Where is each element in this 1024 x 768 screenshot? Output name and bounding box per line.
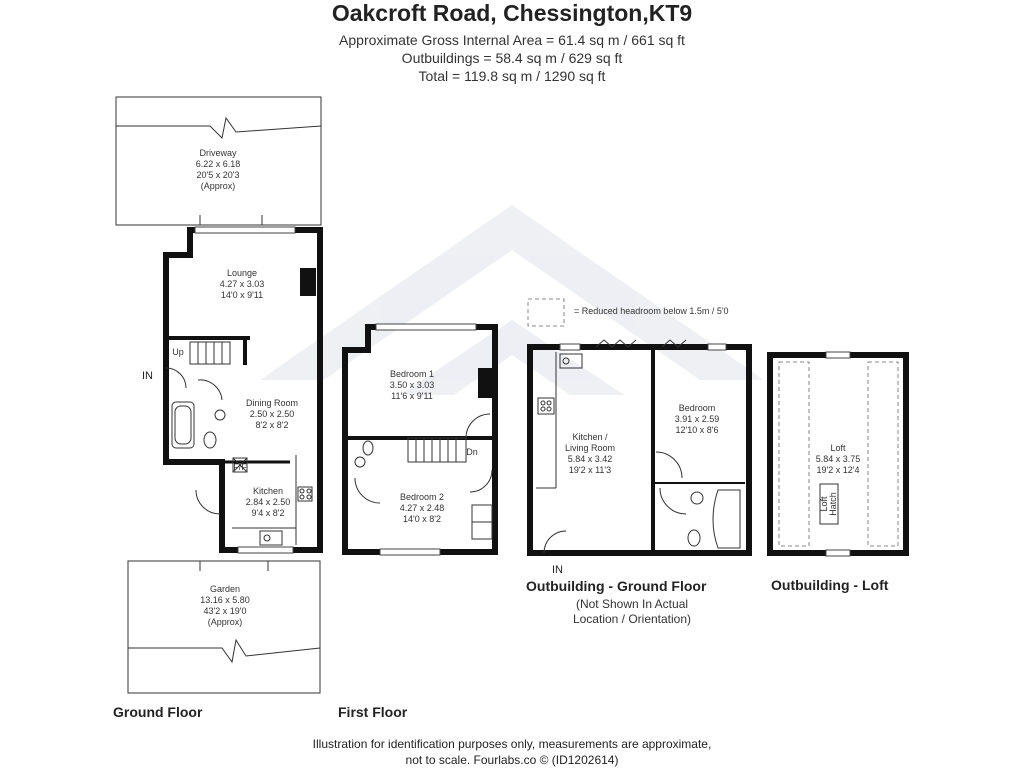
bedroom2-name: Bedroom 2 (400, 492, 444, 502)
first-floor-label: First Floor (338, 704, 408, 720)
bedroom1-imperial: 11'6 x 9'11 (391, 391, 433, 401)
ob-kitchen-metric: 5.84 x 3.42 (568, 454, 613, 464)
outbuilding-note-line2: Location / Orientation) (572, 612, 692, 626)
driveway-area (115, 96, 322, 226)
kitchen-name: Kitchen (253, 486, 283, 496)
watermark-logo (260, 205, 764, 395)
driveway-name: Driveway (199, 148, 237, 158)
garden-note: (Approx) (208, 617, 243, 627)
stairs-up-label: Up (172, 347, 184, 357)
loft-name: Loft (830, 443, 846, 453)
fridge-freezer-label: F/F (233, 462, 247, 472)
outbuilding-entrance-label: IN (552, 564, 563, 576)
lounge-name: Lounge (227, 268, 257, 278)
bedroom2-imperial: 14'0 x 8'2 (403, 514, 441, 524)
bedroom1-name: Bedroom 1 (390, 369, 434, 379)
first-floor-fixtures (354, 413, 493, 540)
area-main: Approximate Gross Internal Area = 61.4 s… (339, 32, 685, 48)
dining-room-metric: 2.50 x 2.50 (250, 409, 295, 419)
ob-kitchen-name1: Kitchen / (572, 432, 608, 442)
first-floor-walls (342, 323, 498, 556)
area-outbuildings: Outbuildings = 58.4 sq m / 629 sq ft (401, 50, 623, 66)
outbuilding-loft-walls (767, 351, 909, 557)
ground-floor-label: Ground Floor (113, 704, 203, 720)
ground-doors (165, 367, 248, 515)
lounge-metric: 4.27 x 3.03 (220, 279, 265, 289)
loft-hatch-label1: Loft (819, 496, 829, 512)
outbuilding-ground-walls (527, 339, 752, 556)
legend-reduced-headroom-box (527, 298, 565, 327)
ob-kitchen-name2: Living Room (565, 443, 615, 453)
area-total: Total = 119.8 sq m / 1290 sq ft (418, 68, 606, 84)
ob-bedroom-metric: 3.91 x 2.59 (675, 414, 720, 424)
ground-entrance-label: IN (142, 370, 153, 382)
dining-room-name: Dining Room (246, 398, 298, 408)
ob-bedroom-name: Bedroom (679, 403, 716, 413)
page-title: Oakcroft Road, Chessington,KT9 (331, 0, 693, 26)
ground-floor-walls (163, 226, 323, 554)
loft-metric: 5.84 x 3.75 (816, 454, 861, 464)
ground-stairs (189, 341, 231, 365)
ground-bathroom-fixtures (171, 401, 226, 449)
garden-imperial: 43'2 x 19'0 (204, 606, 247, 616)
outbuilding-ground-fixtures (536, 352, 745, 554)
bedroom2-metric: 4.27 x 2.48 (400, 503, 445, 513)
kitchen-imperial: 9'4 x 8'2 (252, 508, 285, 518)
ground-kitchen-fittings (232, 455, 313, 546)
driveway-imperial: 20'5 x 20'3 (197, 170, 240, 180)
loft-imperial: 19'2 x 12'4 (817, 465, 860, 475)
garden-metric: 13.16 x 5.80 (200, 595, 250, 605)
garden-area (127, 560, 321, 694)
ob-kitchen-imperial: 19'2 x 11'3 (569, 465, 611, 475)
disclaimer-line1: Illustration for identification purposes… (312, 737, 712, 751)
outbuilding-loft-label: Outbuilding - Loft (771, 577, 889, 593)
driveway-metric: 6.22 x 6.18 (196, 159, 241, 169)
lounge-imperial: 14'0 x 9'11 (221, 290, 263, 300)
outbuilding-note-line1: (Not Shown In Actual (575, 597, 689, 611)
driveway-note: (Approx) (201, 181, 236, 191)
disclaimer-line2: not to scale. Fourlabs.co © (ID1202614) (405, 753, 619, 767)
garden-name: Garden (210, 584, 240, 594)
disclaimer: Illustration for identification purposes… (313, 736, 712, 768)
kitchen-metric: 2.84 x 2.50 (246, 497, 291, 507)
stairs-down-label: Dn (466, 447, 478, 457)
loft-hatch-label2: Hatch (828, 492, 838, 516)
bedroom1-metric: 3.50 x 3.03 (390, 380, 435, 390)
outbuilding-ground-label: Outbuilding - Ground Floor (526, 578, 707, 594)
dining-room-imperial: 8'2 x 8'2 (256, 420, 289, 430)
ob-bedroom-imperial: 12'10 x 8'6 (676, 425, 719, 435)
legend-reduced-headroom-text: = Reduced headroom below 1.5m / 5'0 (574, 306, 729, 316)
